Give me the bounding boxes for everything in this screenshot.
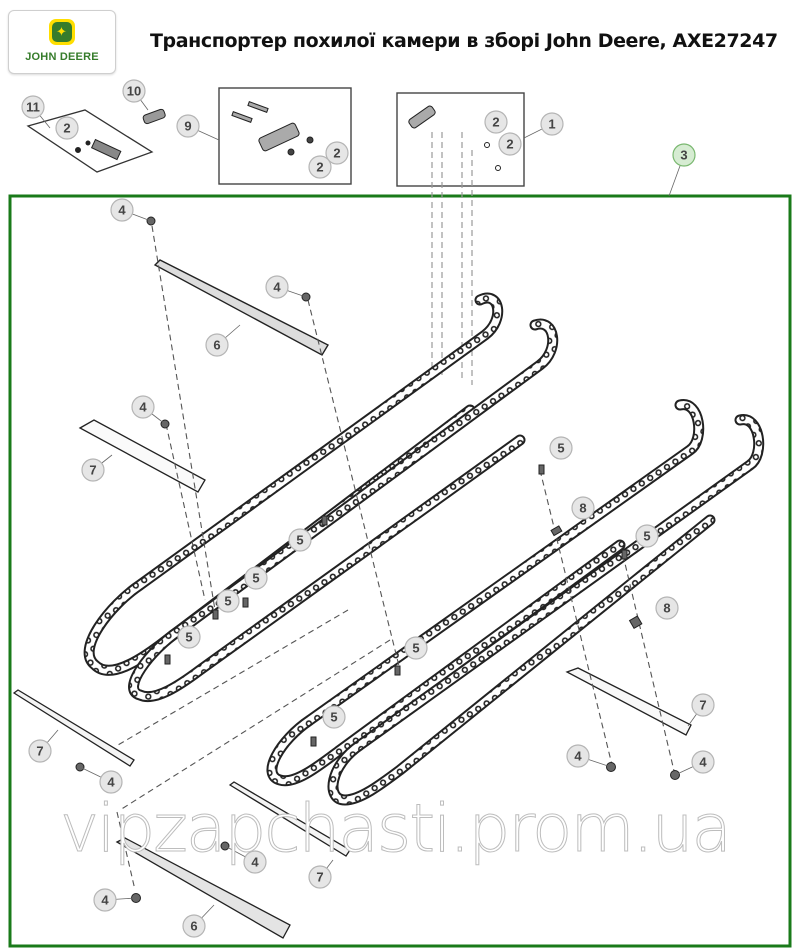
svg-text:5: 5 [296,533,303,548]
svg-text:4: 4 [273,280,281,295]
svg-text:2: 2 [333,146,340,161]
svg-text:5: 5 [330,710,337,725]
callout-6: 6 [182,914,206,938]
leaping-deer-icon: ✦ [49,19,75,45]
svg-text:9: 9 [184,119,191,134]
callout-5: 5 [404,636,428,660]
kit-9-box [218,87,352,185]
svg-text:5: 5 [252,571,259,586]
svg-text:7: 7 [316,870,323,885]
callout-6: 6 [205,333,229,357]
svg-text:4: 4 [699,755,707,770]
assembly-frame [8,194,792,948]
kit-11-box [26,109,154,173]
callout-10: 10 [122,79,146,103]
callout-5: 5 [288,528,312,552]
callout-2: 2 [325,141,349,165]
rail-7-mid-bottom [228,781,351,857]
svg-text:2: 2 [492,115,499,130]
svg-text:11: 11 [26,100,40,115]
svg-text:5: 5 [557,441,564,456]
john-deere-logo: ✦ JOHN DEERE [8,10,116,74]
callout-4: 4 [110,198,134,222]
kit-1-box [396,92,525,187]
svg-text:4: 4 [574,749,582,764]
callout-7: 7 [691,693,715,717]
rail-7-left-top [78,419,206,493]
svg-text:10: 10 [127,84,141,99]
svg-text:7: 7 [699,698,706,713]
svg-text:4: 4 [139,400,147,415]
callout-1: 1 [540,112,564,136]
svg-text:4: 4 [101,893,109,908]
logo-brand-text: JOHN DEERE [25,51,99,63]
svg-text:4: 4 [251,855,259,870]
svg-text:4: 4 [118,203,126,218]
svg-text:6: 6 [190,919,197,934]
callout-2: 2 [498,132,522,156]
svg-text:5: 5 [643,529,650,544]
svg-text:5: 5 [412,641,419,656]
callout-5: 5 [244,566,268,590]
callout-4: 4 [93,888,117,912]
svg-text:8: 8 [663,601,670,616]
callout-5: 5 [322,705,346,729]
rail-6-bottom [115,837,291,939]
page-title: Транспортер похилої камери в зборі John … [150,30,778,52]
kit-1-parts [408,105,501,171]
svg-text:1: 1 [548,117,555,132]
callout-2: 2 [308,155,332,179]
callout-4: 4 [243,850,267,874]
callout-8: 8 [655,596,679,620]
svg-text:8: 8 [579,501,586,516]
svg-text:5: 5 [224,594,231,609]
rail-7-left-bottom [12,689,135,767]
callout-2: 2 [484,110,508,134]
svg-text:6: 6 [213,338,220,353]
callout-4: 4 [566,744,590,768]
svg-text:2: 2 [316,160,323,175]
kit-10-link [142,108,166,125]
kit-9-parts [231,101,314,156]
callout-9: 9 [176,114,200,138]
callout-2: 2 [55,116,79,140]
rail-7-right [565,667,692,736]
callout-5: 5 [635,524,659,548]
svg-text:5: 5 [185,630,192,645]
svg-text:2: 2 [63,121,70,136]
svg-text:3: 3 [680,148,687,163]
callout-7: 7 [28,739,52,763]
callout-4: 4 [131,395,155,419]
callout-7: 7 [81,458,105,482]
callout-4: 4 [99,770,123,794]
rail-6-top [153,259,329,356]
callout-4: 4 [691,750,715,774]
callout-5: 5 [216,589,240,613]
svg-text:7: 7 [36,744,43,759]
left-chain-pair [83,292,559,702]
callout-3: 3 [672,143,696,167]
svg-text:2: 2 [506,137,513,152]
kit-11-parts [75,138,122,161]
svg-text:4: 4 [107,775,115,790]
callout-5: 5 [177,625,201,649]
callout-8: 8 [571,496,595,520]
svg-text:7: 7 [89,463,96,478]
callout-5: 5 [549,436,573,460]
callout-7: 7 [308,865,332,889]
right-chain-pair [266,399,765,806]
callout-4: 4 [265,275,289,299]
callout-11: 11 [21,95,45,119]
